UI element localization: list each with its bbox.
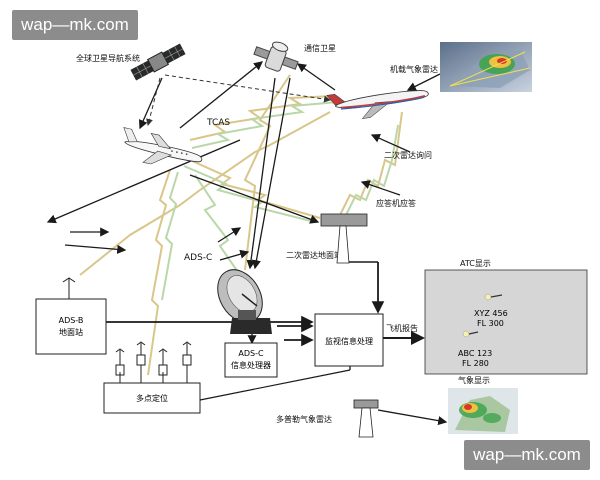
airliner-icon (326, 90, 429, 119)
arrow-mlat-proc (199, 369, 351, 401)
arrow-comsat-dish2 (251, 77, 291, 270)
arrow-doppler-wxdisp (377, 409, 448, 426)
target-blip-2 (462, 330, 470, 338)
ads-c-processor: ADS-C 信息处理器 (224, 342, 278, 378)
svg-text:监视信息处理: 监视信息处理 (325, 336, 373, 346)
label-atc-display: ATC显示 (460, 259, 491, 268)
target2-fl: FL 280 (462, 359, 489, 368)
arrow-biz-ssr (189, 174, 320, 224)
label-doppler-wx: 多普勒气象雷达 (276, 414, 332, 424)
arrow-airwx-plane (406, 73, 441, 91)
atc-display: XYZ 456 FL 300 ABC 123 FL 280 (424, 269, 588, 375)
signal-paths (79, 74, 403, 376)
arrow-biz-comsat (179, 61, 264, 129)
ssr-radar-tower-icon (320, 213, 368, 264)
label-ssr-ground: 二次雷达地面站 (286, 250, 342, 260)
label-ssr-interrogation: 二次雷达询问 (384, 150, 432, 160)
antenna-icon (62, 277, 76, 299)
weather-display-image (448, 388, 518, 434)
arrow-plane-comsat (296, 63, 336, 91)
radar-dish-icon (217, 269, 272, 334)
ads-c-line1: ADS-C (238, 349, 264, 358)
arrow-left2 (64, 244, 127, 254)
ads-b-line1: ADS-B (59, 316, 84, 325)
signal-plane-adsb (79, 111, 331, 276)
arrow-ads-c2 (219, 249, 250, 261)
arrow-wx-plane (46, 139, 241, 224)
arrow-interrog (370, 134, 411, 153)
label-wx-display: 气象显示 (458, 375, 490, 385)
arrow-ads-c1 (217, 227, 242, 243)
label-aircraft-report: 飞机报告 (386, 323, 418, 333)
diagram-labels: 全球卫星导航系统 通信卫星 机载气象雷达 TCAS 二次雷达询问 应答机应答 二… (76, 43, 491, 424)
signal-ssr-plane-green (345, 124, 399, 216)
surveillance-processing: 监视信息处理 (314, 313, 384, 367)
business-jet-icon (123, 127, 203, 165)
watermark-bottom: wap—mk.com (464, 440, 590, 470)
target-blip-1 (484, 293, 492, 301)
label-tcas: TCAS (206, 118, 230, 128)
comms-satellite (253, 41, 299, 72)
multilateration: 多点定位 (103, 341, 201, 414)
doppler-radar-tower-icon (353, 399, 379, 438)
gnss-links (146, 74, 331, 126)
mlat-antennas (115, 341, 192, 383)
arrow-gnss-biz (138, 77, 163, 130)
svg-text:多点定位: 多点定位 (136, 393, 168, 403)
ads-b-ground-station: ADS-B 地面站 (35, 277, 107, 355)
signal-sat-dish (243, 74, 291, 271)
label-gnss: 全球卫星导航系统 (76, 53, 140, 63)
gnss-satellite (130, 43, 186, 81)
arrow-reply (360, 180, 401, 196)
airborne-weather-radar-image (440, 42, 532, 92)
label-ads-c: ADS-C (184, 253, 212, 263)
label-transponder-reply: 应答机应答 (376, 198, 416, 208)
signal-biz-mlat-green (161, 171, 179, 301)
target1-callsign: XYZ 456 (474, 309, 508, 318)
target1-fl: FL 300 (477, 319, 504, 328)
label-comsat: 通信卫星 (304, 43, 336, 53)
target2-callsign: ABC 123 (458, 349, 492, 358)
watermark-top: wap—mk.com (12, 10, 138, 40)
signal-tcas (189, 95, 336, 141)
ads-c-line2: 信息处理器 (231, 360, 271, 370)
signal-biz-mlat (147, 169, 171, 376)
signal-tcas-green (191, 101, 339, 149)
arrow-comsat-dish1 (246, 77, 276, 270)
ads-b-line2: 地面站 (59, 327, 83, 337)
signal-biz-ssr-green (183, 165, 316, 223)
signal-biz-dish (194, 174, 241, 276)
label-airborne-wx: 机载气象雷达 (390, 64, 438, 74)
